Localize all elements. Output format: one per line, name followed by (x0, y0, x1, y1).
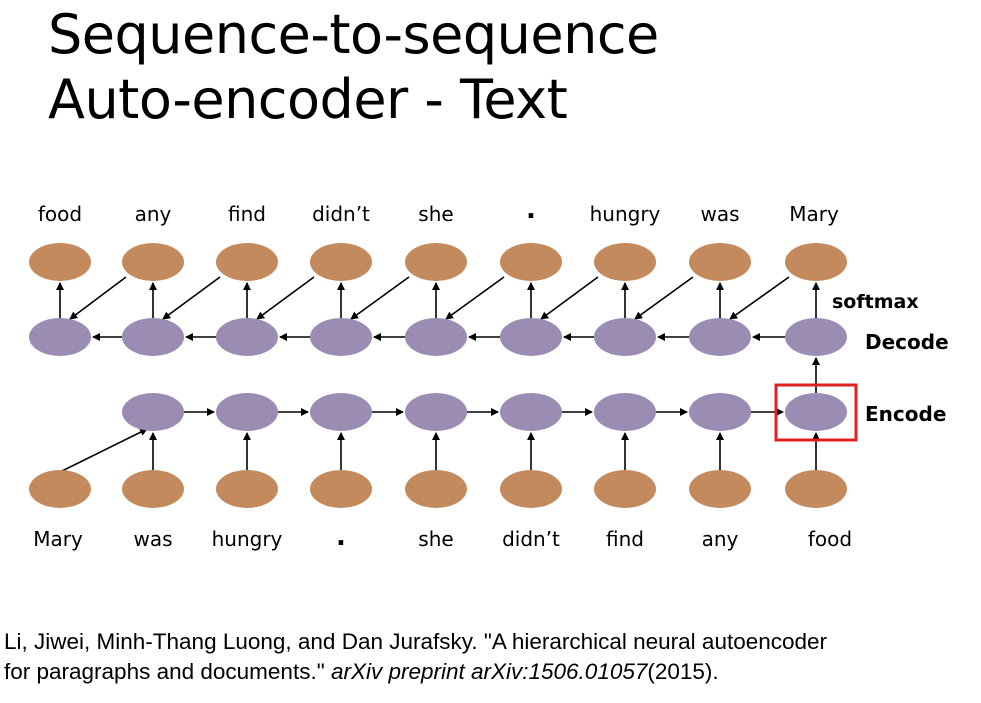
encoder-state-node (310, 393, 372, 431)
output-word-node (689, 243, 751, 281)
input-word-node (29, 470, 91, 508)
feedback-arrow (634, 276, 694, 320)
encoder-state-node (122, 393, 184, 431)
input-word-node (500, 470, 562, 508)
input-word: any (702, 527, 739, 551)
slide-title-line-1: Sequence-to-sequence (48, 3, 659, 66)
output-word-node (785, 243, 847, 281)
feedback-arrow (69, 276, 127, 320)
input-word: find (606, 527, 644, 551)
feedback-arrow (162, 276, 221, 320)
output-word: . (526, 195, 536, 225)
output-word: didn’t (312, 202, 370, 226)
feedback-arrow (350, 276, 410, 320)
slide-title-line-2: Auto-encoder - Text (48, 68, 568, 131)
decoder-state-node (29, 318, 91, 356)
output-word-node (216, 243, 278, 281)
encoder-state-node (689, 393, 751, 431)
output-word: any (135, 202, 172, 226)
input-word: was (133, 527, 172, 551)
output-word-node (405, 243, 467, 281)
feedback-arrow (729, 276, 790, 320)
input-word: she (418, 527, 453, 551)
citation-line-1: Li, Jiwei, Minh-Thang Luong, and Dan Jur… (4, 629, 828, 654)
feedback-arrow (445, 276, 505, 320)
input-word: didn’t (502, 527, 560, 551)
decoder-state-node (310, 318, 372, 356)
output-word-node (500, 243, 562, 281)
output-word: food (38, 202, 82, 226)
input-word-node (594, 470, 656, 508)
input-word: hungry (212, 527, 283, 551)
encoder-state-node (594, 393, 656, 431)
encoder-state-node (405, 393, 467, 431)
feedback-arrow (256, 276, 315, 320)
input-word: . (336, 522, 346, 552)
decoder-state-node (216, 318, 278, 356)
softmax-label: softmax (832, 291, 919, 313)
input-arrow (59, 428, 148, 473)
decoder-state-node (785, 318, 847, 356)
decoder-state-node (689, 318, 751, 356)
output-word: Mary (789, 202, 839, 226)
citation-line-2-start: for paragraphs and documents." (4, 659, 331, 684)
output-word-node (594, 243, 656, 281)
feedback-arrow (540, 276, 599, 320)
citation-journal: arXiv preprint arXiv:1506.01057 (330, 659, 648, 684)
output-word: she (418, 202, 453, 226)
encode-label: Encode (865, 402, 946, 426)
output-word: was (700, 202, 739, 226)
input-word: food (808, 527, 852, 551)
decode-label: Decode (865, 330, 949, 354)
decoder-state-node (500, 318, 562, 356)
output-word: hungry (590, 202, 661, 226)
input-word-node (216, 470, 278, 508)
encode-highlight-box (774, 383, 858, 442)
citation: Li, Jiwei, Minh-Thang Luong, and Dan Jur… (4, 627, 827, 687)
decoder-state-node (594, 318, 656, 356)
input-word-node (122, 470, 184, 508)
citation-line-2-end: (2015). (647, 659, 719, 684)
input-word-node (785, 470, 847, 508)
decoder-state-node (405, 318, 467, 356)
encoder-state-node (216, 393, 278, 431)
decoder-state-node (122, 318, 184, 356)
output-word-node (122, 243, 184, 281)
input-word-node (310, 470, 372, 508)
input-word: Mary (33, 527, 83, 551)
output-word-node (310, 243, 372, 281)
input-word-node (689, 470, 751, 508)
encoder-state-node (500, 393, 562, 431)
input-word-node (405, 470, 467, 508)
output-word: find (228, 202, 266, 226)
citation-line-2: for paragraphs and documents." arXiv pre… (4, 657, 827, 687)
output-word-node (29, 243, 91, 281)
encoder-state-node (785, 393, 847, 431)
